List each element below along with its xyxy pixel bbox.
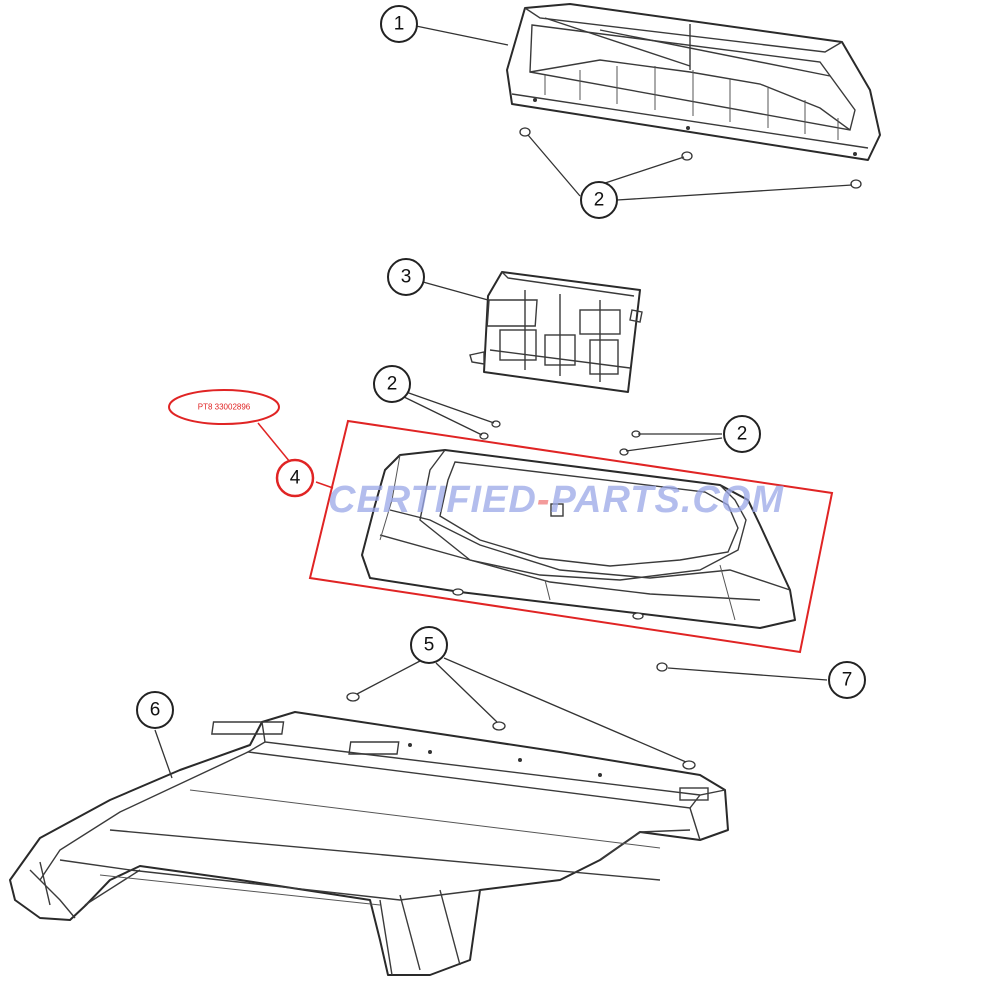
watermark: CERTIFIED-PARTS.COM bbox=[328, 479, 784, 521]
part-number-oval bbox=[168, 389, 280, 425]
callout-4-label: 4 bbox=[290, 468, 301, 489]
watermark-right: PARTS.COM bbox=[551, 479, 785, 521]
callout-2c-label: 2 bbox=[737, 424, 748, 445]
part-4-highlight-frame bbox=[308, 419, 834, 654]
leader-lines bbox=[154, 25, 853, 779]
screw-group-2-left[interactable] bbox=[479, 420, 501, 440]
callout-2b[interactable]: 2 bbox=[373, 365, 411, 403]
watermark-left: CERTIFIED bbox=[328, 479, 537, 521]
callout-2c[interactable]: 2 bbox=[723, 415, 761, 453]
callout-7[interactable]: 7 bbox=[828, 661, 866, 699]
callout-4[interactable]: 4 bbox=[275, 458, 315, 498]
part-4-console-cover[interactable] bbox=[361, 449, 796, 629]
screw-group-2-right[interactable] bbox=[619, 430, 641, 456]
screw-group-5[interactable] bbox=[346, 692, 696, 770]
callout-1[interactable]: 1 bbox=[380, 5, 418, 43]
callout-1-label: 1 bbox=[394, 14, 405, 35]
part-3-control-board[interactable] bbox=[469, 271, 643, 393]
callout-3-label: 3 bbox=[401, 267, 412, 288]
callout-5[interactable]: 5 bbox=[410, 626, 448, 664]
part-7-screw[interactable] bbox=[656, 662, 668, 672]
callout-2a[interactable]: 2 bbox=[580, 181, 618, 219]
part-number-highlight: PT8 33002896 bbox=[168, 389, 334, 489]
callout-7-label: 7 bbox=[842, 670, 853, 691]
callout-5-label: 5 bbox=[424, 635, 435, 656]
callout-6-label: 6 bbox=[150, 700, 161, 721]
svg-text:CERTIFIED-PARTS.COM: CERTIFIED-PARTS.COM bbox=[328, 479, 784, 521]
part-1-control-panel[interactable] bbox=[506, 3, 881, 161]
part-6-top-panel[interactable] bbox=[9, 711, 729, 976]
callout-2b-label: 2 bbox=[387, 374, 398, 395]
callout-2a-label: 2 bbox=[594, 190, 605, 211]
callout-6[interactable]: 6 bbox=[136, 691, 174, 729]
callout-3[interactable]: 3 bbox=[387, 258, 425, 296]
screw-group-2-top[interactable] bbox=[519, 127, 862, 189]
part-number-label: PT8 33002896 bbox=[198, 403, 251, 412]
